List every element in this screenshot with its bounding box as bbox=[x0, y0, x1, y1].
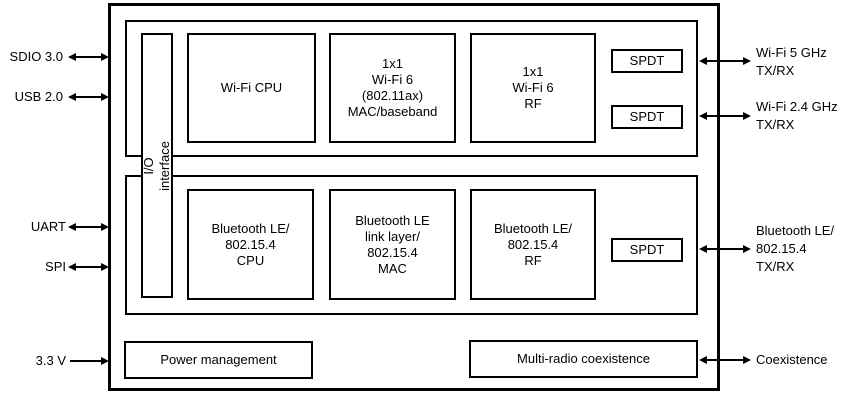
wifi-rf-label: 1x1 Wi-Fi 6 RF bbox=[512, 64, 554, 111]
port-label-3v3: 3.3 V bbox=[35, 353, 66, 368]
usb-arrow bbox=[68, 93, 109, 101]
bt-txrx-arrow bbox=[699, 245, 751, 253]
wifi-2-4ghz-arrow bbox=[699, 112, 751, 120]
spdt-5ghz-block: SPDT bbox=[611, 49, 683, 73]
3v3-arrow bbox=[70, 357, 109, 365]
spdt-2-4ghz-block: SPDT bbox=[611, 105, 683, 129]
coexistence-arrow bbox=[699, 356, 751, 364]
port-label-spi: SPI bbox=[45, 259, 66, 274]
power-management-block: Power management bbox=[124, 341, 313, 379]
port-label-coexistence: Coexistence bbox=[756, 352, 828, 367]
port-label-usb: USB 2.0 bbox=[14, 89, 63, 104]
multi-radio-coexistence-label: Multi-radio coexistence bbox=[517, 351, 650, 366]
power-management-label: Power management bbox=[160, 352, 277, 367]
wifi-mac-baseband-block: 1x1 Wi-Fi 6 (802.11ax) MAC/baseband bbox=[329, 33, 456, 143]
sdio-arrow bbox=[68, 53, 109, 61]
io-interface-label: I/O interface bbox=[141, 140, 173, 191]
uart-arrow bbox=[68, 223, 109, 231]
wifi-cpu-block: Wi-Fi CPU bbox=[187, 33, 316, 143]
wifi-cpu-label: Wi-Fi CPU bbox=[220, 80, 283, 95]
spdt-2-4ghz-label: SPDT bbox=[629, 109, 665, 124]
bt-rf-block: Bluetooth LE/ 802.15.4 RF bbox=[470, 189, 596, 300]
bt-cpu-label: Bluetooth LE/ 802.15.4 CPU bbox=[211, 220, 290, 268]
bt-spdt-label: SPDT bbox=[629, 242, 665, 257]
wifi-mac-baseband-label: 1x1 Wi-Fi 6 (802.11ax) MAC/baseband bbox=[347, 56, 438, 119]
spi-arrow bbox=[68, 263, 109, 271]
io-interface-block: I/O interface bbox=[141, 33, 173, 298]
bt-link-layer-mac-label: Bluetooth LE link layer/ 802.15.4 MAC bbox=[355, 212, 430, 276]
bt-rf-label: Bluetooth LE/ 802.15.4 RF bbox=[493, 220, 573, 268]
port-label-wifi-2-4ghz: Wi-Fi 2.4 GHz TX/RX bbox=[756, 99, 838, 132]
port-label-wifi-5ghz: Wi-Fi 5 GHz TX/RX bbox=[756, 45, 827, 78]
bt-spdt-block: SPDT bbox=[611, 238, 683, 262]
bt-link-layer-mac-block: Bluetooth LE link layer/ 802.15.4 MAC bbox=[329, 189, 456, 300]
wifi-5ghz-arrow bbox=[699, 57, 751, 65]
bt-cpu-block: Bluetooth LE/ 802.15.4 CPU bbox=[187, 189, 314, 300]
port-label-sdio: SDIO 3.0 bbox=[9, 49, 63, 64]
port-label-uart: UART bbox=[30, 219, 66, 234]
spdt-5ghz-label: SPDT bbox=[629, 53, 665, 68]
port-label-bt-txrx: Bluetooth LE/ 802.15.4 TX/RX bbox=[756, 223, 835, 274]
multi-radio-coexistence-block: Multi-radio coexistence bbox=[469, 340, 698, 378]
wifi-rf-block: 1x1 Wi-Fi 6 RF bbox=[470, 33, 596, 143]
